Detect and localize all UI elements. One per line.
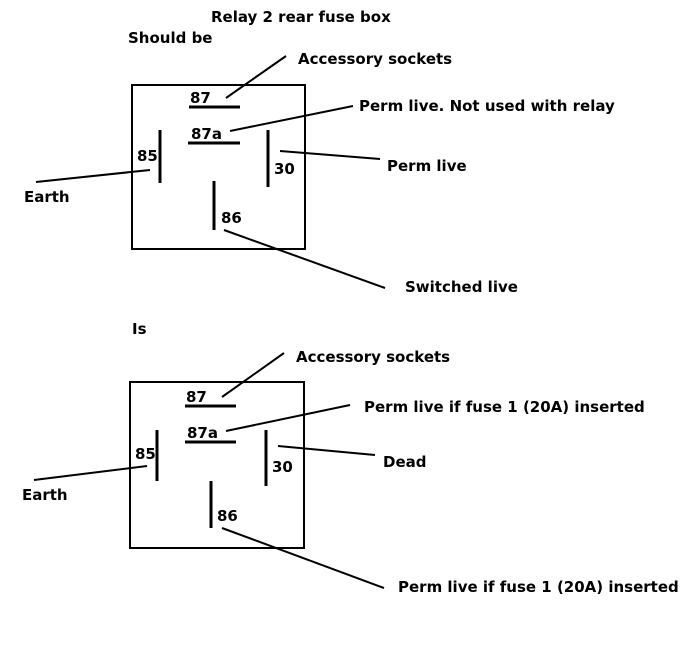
is-section: Is 87 87a 85 30 86 Accessory sockets Per… xyxy=(22,320,679,596)
should-be-pin-86: 86 xyxy=(221,209,242,227)
is-leader-87a xyxy=(225,404,351,432)
should-be-leader-30 xyxy=(279,150,381,160)
is-label-87: Accessory sockets xyxy=(296,348,450,366)
is-pin-30: 30 xyxy=(272,458,293,476)
should-be-leader-85 xyxy=(35,169,151,183)
is-leader-30 xyxy=(277,445,376,456)
is-label-86: Perm live if fuse 1 (20A) inserted xyxy=(398,578,679,596)
is-pin-87a: 87a xyxy=(187,424,218,442)
is-leader-86 xyxy=(221,527,385,589)
should-be-leader-87 xyxy=(225,55,287,99)
should-be-pin-30: 30 xyxy=(274,160,295,178)
should-be-pin-87: 87 xyxy=(190,89,211,107)
should-be-leader-87a xyxy=(229,105,354,132)
should-be-label-85: Earth xyxy=(24,188,70,206)
should-be-relay-outline xyxy=(131,84,306,250)
should-be-leader-86 xyxy=(223,229,386,289)
is-label-85: Earth xyxy=(22,486,68,504)
should-be-heading: Should be xyxy=(128,29,212,47)
is-pin-87: 87 xyxy=(186,388,207,406)
is-pin-86: 86 xyxy=(217,507,238,525)
is-leader-85 xyxy=(33,465,148,481)
should-be-pin-85: 85 xyxy=(137,147,158,165)
is-label-30: Dead xyxy=(383,453,426,471)
is-label-87a: Perm live if fuse 1 (20A) inserted xyxy=(364,398,645,416)
is-heading: Is xyxy=(132,320,147,338)
is-relay-outline xyxy=(129,381,305,549)
diagram-title: Relay 2 rear fuse box xyxy=(211,8,391,26)
should-be-label-87: Accessory sockets xyxy=(298,50,452,68)
should-be-label-30: Perm live xyxy=(387,157,467,175)
is-pin-85: 85 xyxy=(135,445,156,463)
should-be-section: Should be 87 87a 85 30 86 Accessory sock… xyxy=(24,29,615,296)
should-be-label-86: Switched live xyxy=(405,278,518,296)
should-be-label-87a: Perm live. Not used with relay xyxy=(359,97,615,115)
should-be-pin-87a: 87a xyxy=(191,125,222,143)
is-leader-87 xyxy=(221,352,285,398)
